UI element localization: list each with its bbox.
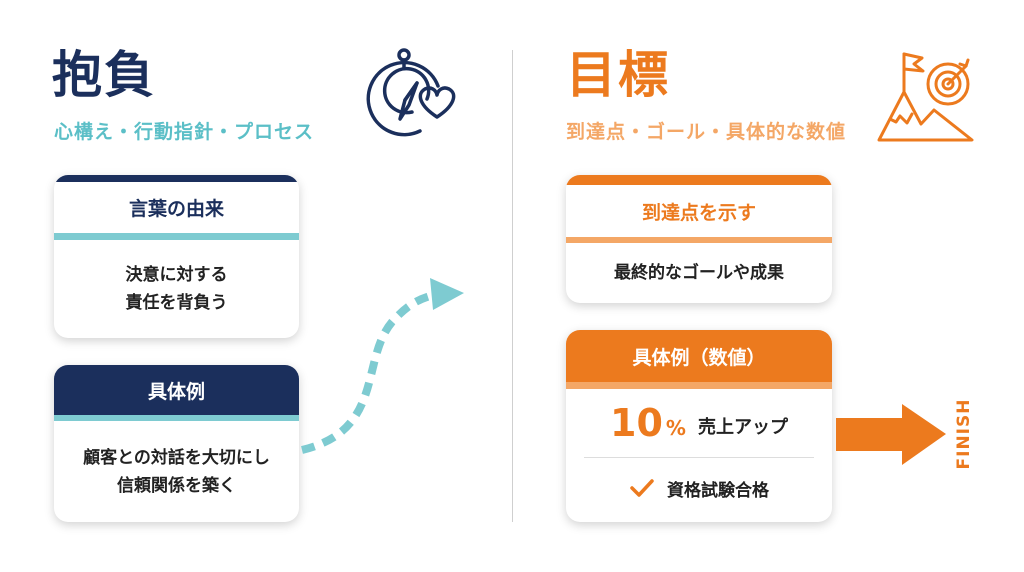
mountain-flag-target-icon — [877, 52, 974, 142]
origin-card-line: 責任を背負う — [125, 293, 228, 313]
right-subtitle: 到達点・ゴール・具体的な数値 — [566, 121, 847, 143]
goal-card: 到達点を示す 最終的なゴールや成果 — [566, 175, 832, 303]
finish-label: FINISH — [954, 398, 974, 470]
goal-card-header: 到達点を示す — [641, 201, 756, 224]
metric-separator — [584, 457, 814, 458]
origin-card-line: 決意に対する — [125, 265, 228, 285]
center-divider — [512, 50, 513, 522]
left-subtitle: 心構え・行動指針・プロセス — [54, 121, 315, 143]
example-card-line: 信頼関係を築く — [117, 475, 236, 496]
numeric-example-card: 具体例（数値） 10 % 売上アップ 資格試験合格 — [566, 330, 832, 522]
right-title: 目標 — [566, 46, 670, 104]
check-item: 資格試験合格 — [667, 480, 769, 501]
check-row: 資格試験合格 — [566, 458, 832, 518]
metric-row: 10 % 売上アップ — [566, 389, 832, 457]
example-card-header: 具体例 — [54, 365, 299, 415]
checkmark-icon — [630, 479, 654, 497]
example-card: 具体例 顧客との対話を大切にし 信頼関係を築く — [54, 365, 299, 522]
origin-card-header: 言葉の由来 — [128, 198, 224, 220]
goal-card-body: 最終的なゴールや成果 — [614, 263, 784, 283]
left-title: 抱負 — [52, 46, 156, 104]
numeric-example-header: 具体例（数値） — [566, 330, 832, 382]
metric-unit: % — [665, 416, 686, 440]
example-card-line: 顧客との対話を大切にし — [83, 447, 270, 468]
compass-heart-icon — [366, 48, 456, 137]
metric-value: 10 — [610, 401, 663, 445]
metric-label: 売上アップ — [697, 417, 788, 438]
origin-card: 言葉の由来 決意に対する 責任を背負う — [54, 175, 299, 338]
